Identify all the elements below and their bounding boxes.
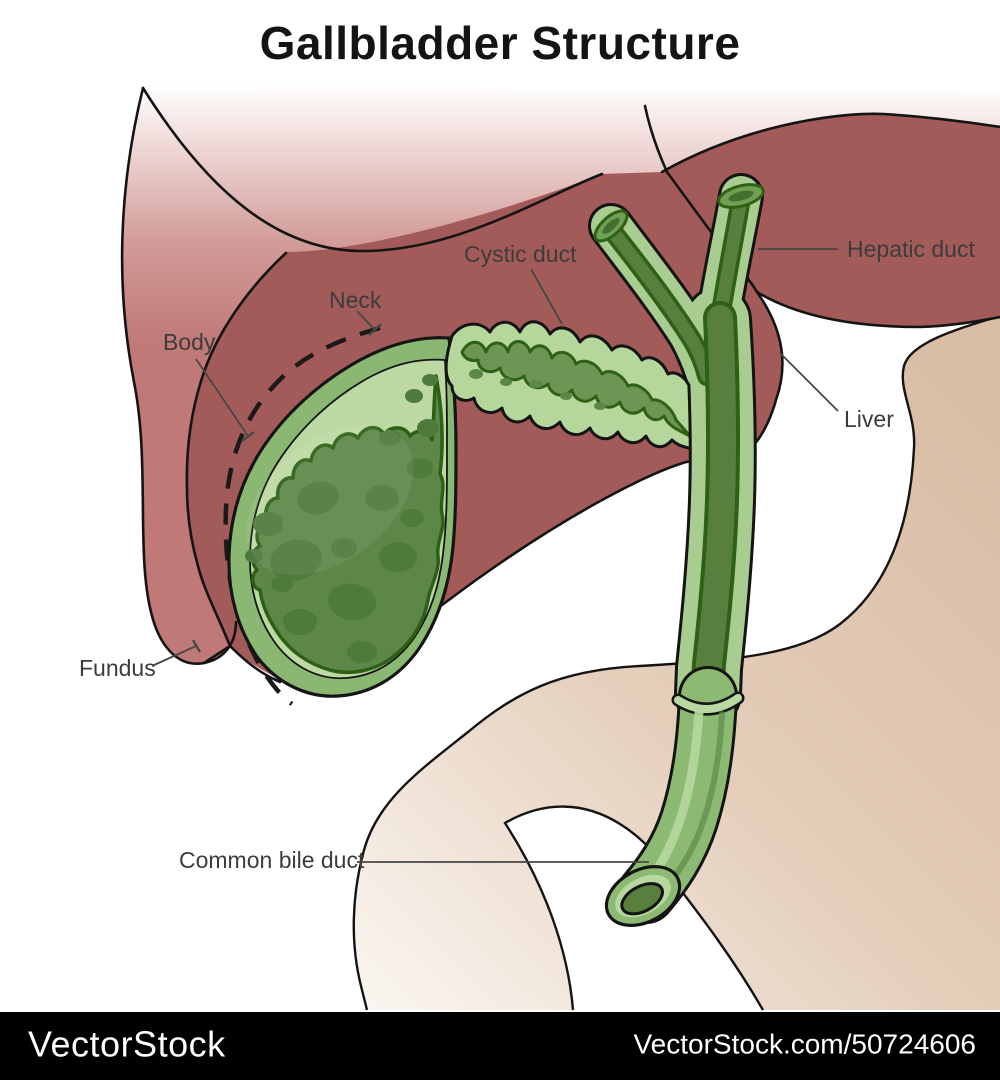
pointer-lines xyxy=(151,248,839,863)
fundus-pointer-line xyxy=(151,645,197,667)
fundus-pointer-tick xyxy=(191,639,202,653)
watermark-url: VectorStock.com/50724606 xyxy=(633,1028,976,1060)
hepatic-duct-label: Hepatic duct xyxy=(847,236,975,262)
body-pointer-line xyxy=(195,358,249,437)
cystic-duct-blobs xyxy=(469,369,606,410)
duodenum-notch-outline xyxy=(503,805,765,1011)
page-title: Gallbladder Structure xyxy=(259,17,741,69)
body-pointer-tick xyxy=(241,431,255,442)
gallbladder-mucosa-blobs xyxy=(245,374,439,663)
body-label: Body xyxy=(163,329,216,355)
cystic-duct-shape xyxy=(444,320,704,454)
bile-duct-opening xyxy=(604,865,682,927)
gallbladder-interior xyxy=(251,374,445,675)
liver-outlines xyxy=(120,86,1000,684)
cystic-duct-lumen xyxy=(460,340,692,438)
neck-pointer-line xyxy=(356,310,375,330)
watermark-bar: VectorStock VectorStock.com/50724606 xyxy=(0,1012,1000,1080)
cystic-duct-label: Cystic duct xyxy=(464,241,577,267)
common-bile-duct-label: Common bile duct xyxy=(179,847,365,873)
neck-label: Neck xyxy=(329,287,382,313)
cystic-duct-pointer-line xyxy=(530,268,563,325)
liver-pointer-line xyxy=(779,352,839,412)
gallbladder xyxy=(227,336,458,698)
fundus-label: Fundus xyxy=(79,655,156,681)
neck-pointer-tick xyxy=(368,323,382,336)
watermark-brand: VectorStock xyxy=(28,1023,226,1065)
hepatic-duct-cut-faces xyxy=(593,183,765,243)
liver-label: Liver xyxy=(844,406,894,432)
gallbladder-sheen xyxy=(246,424,414,576)
